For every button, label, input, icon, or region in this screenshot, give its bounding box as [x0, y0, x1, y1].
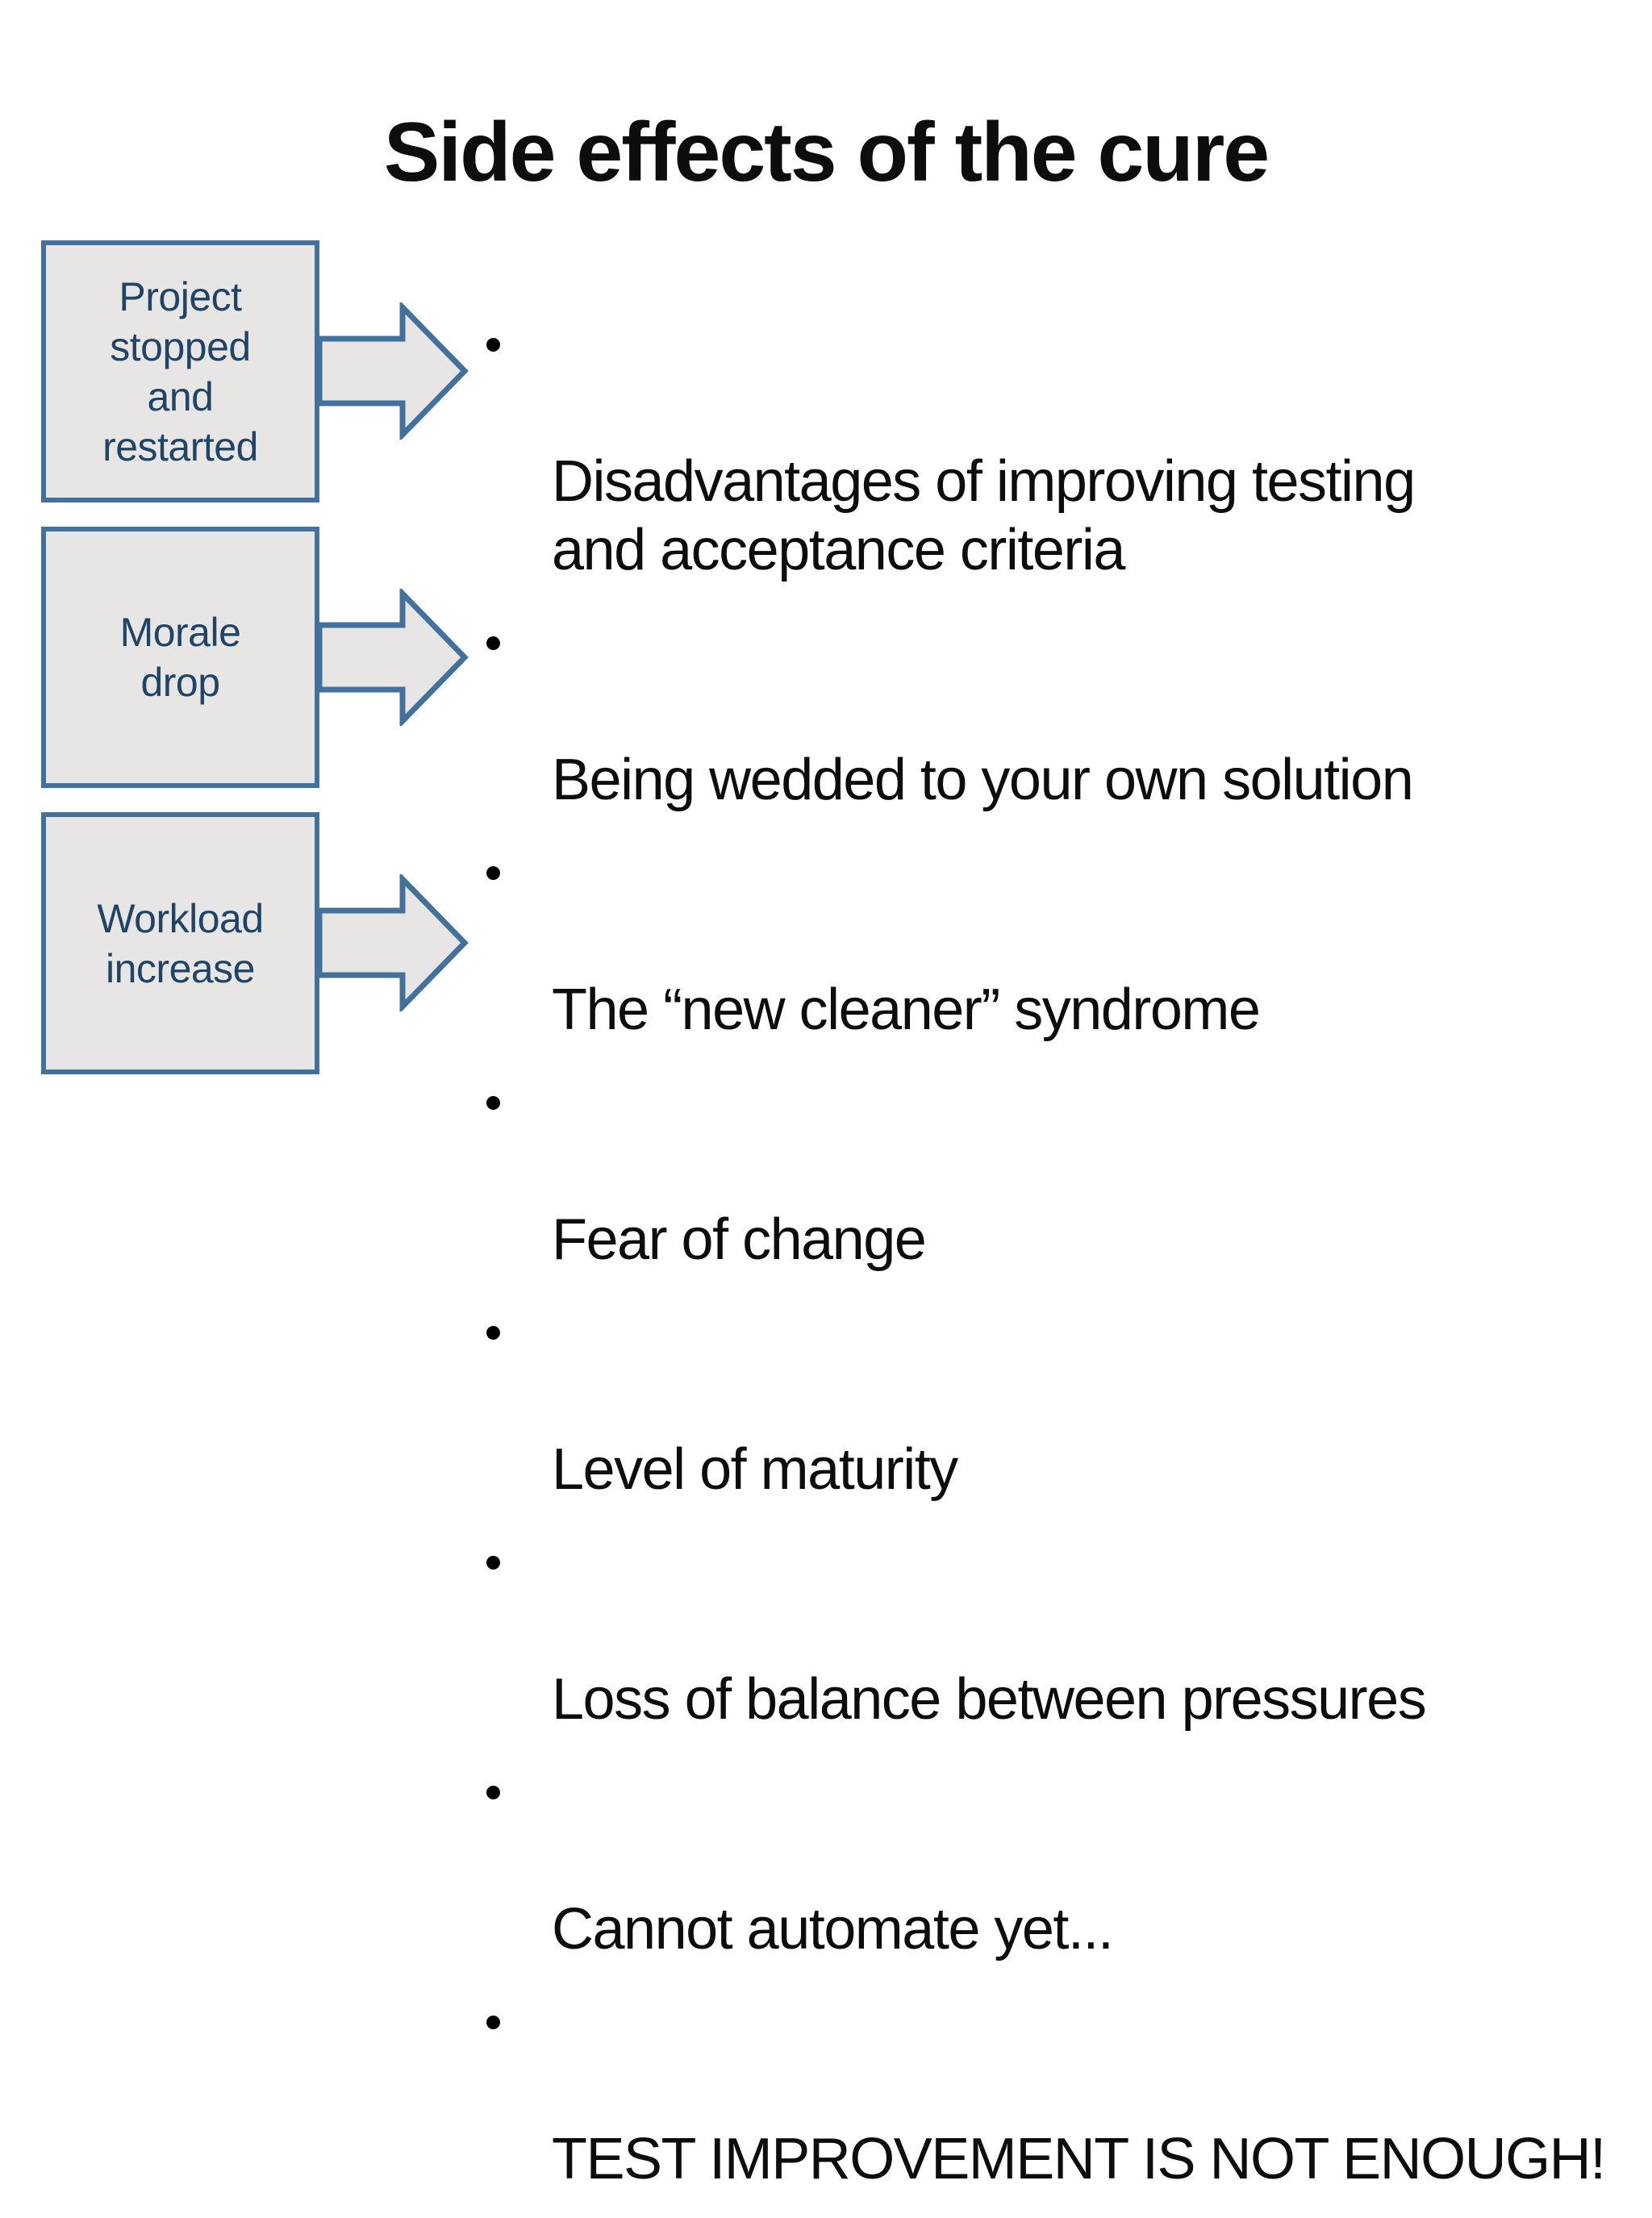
- box-workload-increase-label: Workload increase: [97, 895, 264, 991]
- bullet-list: Disadvantages of improving testing and a…: [484, 311, 1621, 2218]
- bullet-dot-icon: [486, 866, 500, 880]
- bullet-item: The “new cleaner” syndrome: [484, 839, 1621, 1044]
- bullet-dot-icon: [486, 2016, 500, 2029]
- bullet-text: Cannot automate yet...: [552, 1897, 1114, 1962]
- bullet-dot-icon: [486, 338, 500, 352]
- bullet-dot-icon: [486, 1786, 500, 1799]
- bullet-item: Level of maturity: [484, 1299, 1621, 1504]
- box-morale-drop-label: Morale drop: [119, 610, 241, 705]
- arrow-right-icon: [316, 302, 469, 440]
- bullet-dot-icon: [486, 1556, 500, 1570]
- bullet-text: The “new cleaner” syndrome: [552, 978, 1261, 1042]
- slide: Side effects of the cure Project stopped…: [41, 106, 1606, 2191]
- box-workload-increase: Workload increase: [41, 812, 319, 1074]
- bullet-item: Loss of balance between pressures: [484, 1528, 1621, 1734]
- bullet-text: TEST IMPROVEMENT IS NOT ENOUGH!: [552, 2127, 1606, 2191]
- bullet-dot-icon: [486, 1096, 500, 1110]
- box-morale-drop: Morale drop: [41, 527, 319, 788]
- bullet-item: Cannot automate yet...: [484, 1758, 1621, 1964]
- bullet-item: Being wedded to your own solution: [484, 609, 1621, 815]
- bullet-item: Disadvantages of improving testing and a…: [484, 311, 1621, 585]
- bullet-item: Fear of change: [484, 1069, 1621, 1274]
- bullet-item: TEST IMPROVEMENT IS NOT ENOUGH!: [484, 1988, 1621, 2194]
- bullet-text: Loss of balance between pressures: [552, 1667, 1427, 1732]
- bullet-dot-icon: [486, 1326, 500, 1340]
- slide-title: Side effects of the cure: [383, 106, 1270, 199]
- bullet-text: Level of maturity: [552, 1437, 958, 1502]
- bullet-text: Disadvantages of improving testing and a…: [552, 449, 1416, 582]
- bullet-dot-icon: [486, 636, 500, 650]
- bullet-text: Being wedded to your own solution: [552, 748, 1414, 812]
- arrow-right-icon: [316, 589, 469, 726]
- box-project-stopped: Project stopped and restarted: [41, 240, 319, 502]
- arrow-right-icon: [316, 874, 469, 1011]
- bullet-text: Fear of change: [552, 1207, 927, 1272]
- box-project-stopped-label: Project stopped and restarted: [102, 273, 258, 469]
